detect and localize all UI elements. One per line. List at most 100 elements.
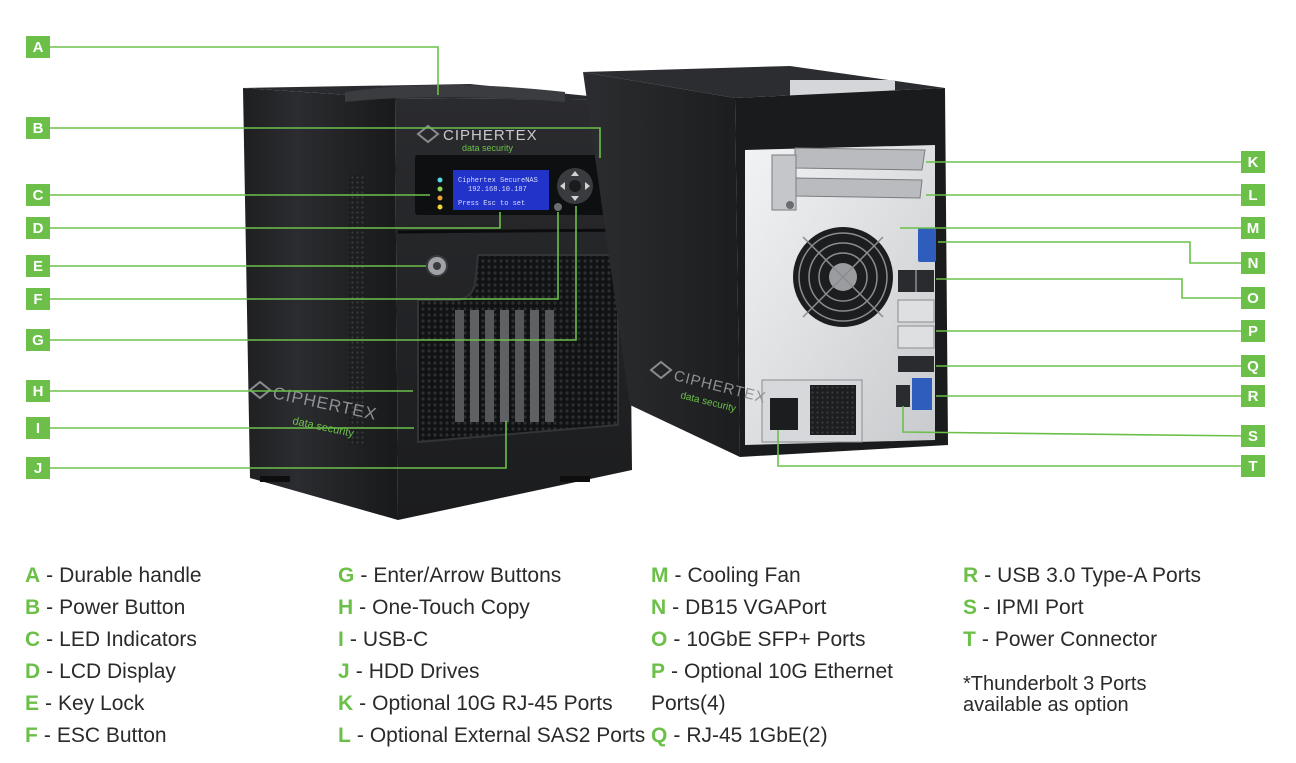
- leader-t: [777, 430, 1250, 467]
- legend-col-4: R-USB 3.0 Type-A Ports S-IPMI Port T-Pow…: [963, 560, 1201, 656]
- legend-item-s: S-IPMI Port: [963, 596, 1084, 619]
- badge-g: [26, 329, 50, 351]
- badge-j-label: J: [34, 460, 42, 477]
- badge-r: [1241, 385, 1265, 407]
- key-lock-core: [433, 262, 441, 270]
- legend-item-m: M-Cooling Fan: [651, 564, 801, 587]
- badge-f-label: F: [33, 291, 42, 308]
- footnote-line-1: *Thunderbolt 3 Ports: [963, 673, 1147, 695]
- power-connector: [770, 398, 798, 430]
- legend-item-d: D-LCD Display: [25, 660, 176, 683]
- callout-badges: A B C D E F G H I J K L M N O P Q R S: [26, 36, 1265, 479]
- arrow-right-icon: [585, 182, 590, 190]
- badge-j: [26, 457, 50, 479]
- legend-item-o: O-10GbE SFP+ Ports: [651, 628, 866, 651]
- badge-n-label: N: [1248, 255, 1259, 272]
- leader-n: [938, 241, 1250, 264]
- badge-r-label: R: [1248, 388, 1259, 405]
- enter-button[interactable]: [569, 180, 581, 192]
- legend-item-c: C-LED Indicators: [25, 628, 197, 651]
- legend-item-p: P-Optional 10G Ethernet Ports(4): [651, 660, 893, 715]
- legend-col-3: M-Cooling Fan N-DB15 VGAPort O-10GbE SFP…: [651, 560, 921, 752]
- legend-col-1: A-Durable handle B-Power Button C-LED In…: [25, 560, 202, 752]
- led-indicator-3: [437, 195, 443, 201]
- badge-o: [1241, 287, 1265, 309]
- badge-q-label: Q: [1247, 358, 1259, 375]
- legend-desc: Enter/Arrow Buttons: [373, 564, 562, 587]
- optional-sas2-slot: [794, 177, 923, 199]
- legend-item-e: E-Key Lock: [25, 692, 145, 715]
- badge-k: [1241, 151, 1265, 173]
- legend-item-j: J-HDD Drives: [338, 660, 480, 683]
- badge-a: [26, 36, 50, 58]
- durable-handle: [345, 85, 565, 102]
- callout-lines: [50, 46, 1251, 469]
- badge-b: [26, 117, 50, 139]
- legend-item-n: N-DB15 VGAPort: [651, 596, 827, 619]
- legend-desc: USB 3.0 Type-A Ports: [997, 564, 1202, 587]
- front-logo-brand: CIPHERTEX: [443, 127, 538, 144]
- legend-letter: O: [651, 628, 668, 651]
- arrow-down-icon: [571, 196, 579, 201]
- psu-vent: [810, 385, 856, 435]
- legend-desc: Durable handle: [59, 564, 202, 587]
- rear-unit-side-panel: [583, 72, 740, 457]
- legend-col-2: G-Enter/Arrow Buttons H-One-Touch Copy I…: [338, 560, 645, 752]
- legend-item-f: F-ESC Button: [25, 724, 167, 747]
- leader-g: [50, 206, 577, 341]
- legend-item-h: H-One-Touch Copy: [338, 596, 530, 619]
- legend-letter: I: [338, 628, 344, 651]
- legend-desc: USB-C: [362, 628, 429, 651]
- badge-l: [1241, 184, 1265, 206]
- legend-desc: 10GbE SFP+ Ports: [686, 628, 866, 651]
- legend-item-g: G-Enter/Arrow Buttons: [338, 564, 562, 587]
- lcd-line-1: Ciphertex SecureNAS: [458, 177, 538, 185]
- legend-item-t: T-Power Connector: [963, 628, 1158, 651]
- badge-t-label: T: [1248, 458, 1257, 475]
- esc-button[interactable]: [554, 203, 562, 211]
- leader-f: [50, 212, 559, 300]
- legend-desc: DB15 VGAPort: [685, 596, 827, 619]
- leader-a: [50, 46, 439, 95]
- badge-a-label: A: [33, 39, 44, 56]
- legend-letter: A: [25, 564, 41, 587]
- led-indicator-1: [437, 177, 443, 183]
- legend-item-b: B-Power Button: [25, 596, 186, 619]
- badge-l-label: L: [1248, 187, 1257, 204]
- badge-d-label: D: [33, 220, 44, 237]
- arrow-left-icon: [560, 182, 565, 190]
- legend-desc: Optional 10G Ethernet Ports(4): [651, 660, 893, 715]
- legend-letter: H: [338, 596, 354, 619]
- badge-c-label: C: [33, 187, 44, 204]
- legend-item-q: Q-RJ-45 1GbE(2): [651, 724, 828, 747]
- lcd-display: [453, 170, 549, 210]
- optional-10g-ethernet-slot-2: [897, 325, 935, 349]
- badge-q: [1241, 355, 1265, 377]
- legend-letter: L: [338, 724, 351, 747]
- badge-e: [26, 255, 50, 277]
- badge-i-label: I: [36, 420, 40, 437]
- badge-t: [1241, 455, 1265, 477]
- legend-letter: J: [338, 660, 350, 683]
- badge-p-label: P: [1248, 323, 1258, 340]
- legend-desc: One-Touch Copy: [372, 596, 530, 619]
- led-indicator-2: [437, 186, 443, 192]
- footnote-line-2: available as option: [963, 694, 1129, 716]
- badge-f: [26, 288, 50, 310]
- legend-desc: LCD Display: [59, 660, 176, 683]
- legend-letter: N: [651, 596, 667, 619]
- lcd-line-3: Press Esc to set: [458, 200, 525, 208]
- badge-n: [1241, 252, 1265, 274]
- leader-j: [50, 421, 507, 469]
- arrow-up-icon: [571, 171, 579, 176]
- legend-letter: F: [25, 724, 38, 747]
- ipmi-port: [896, 385, 910, 407]
- badge-h: [26, 380, 50, 402]
- legend-desc: Power Button: [59, 596, 186, 619]
- legend-letter: S: [963, 596, 978, 619]
- front-logo-tagline: data security: [462, 143, 514, 153]
- badge-c: [26, 184, 50, 206]
- usb-3-ports: [912, 378, 932, 410]
- badge-p: [1241, 320, 1265, 342]
- badge-b-label: B: [33, 120, 44, 137]
